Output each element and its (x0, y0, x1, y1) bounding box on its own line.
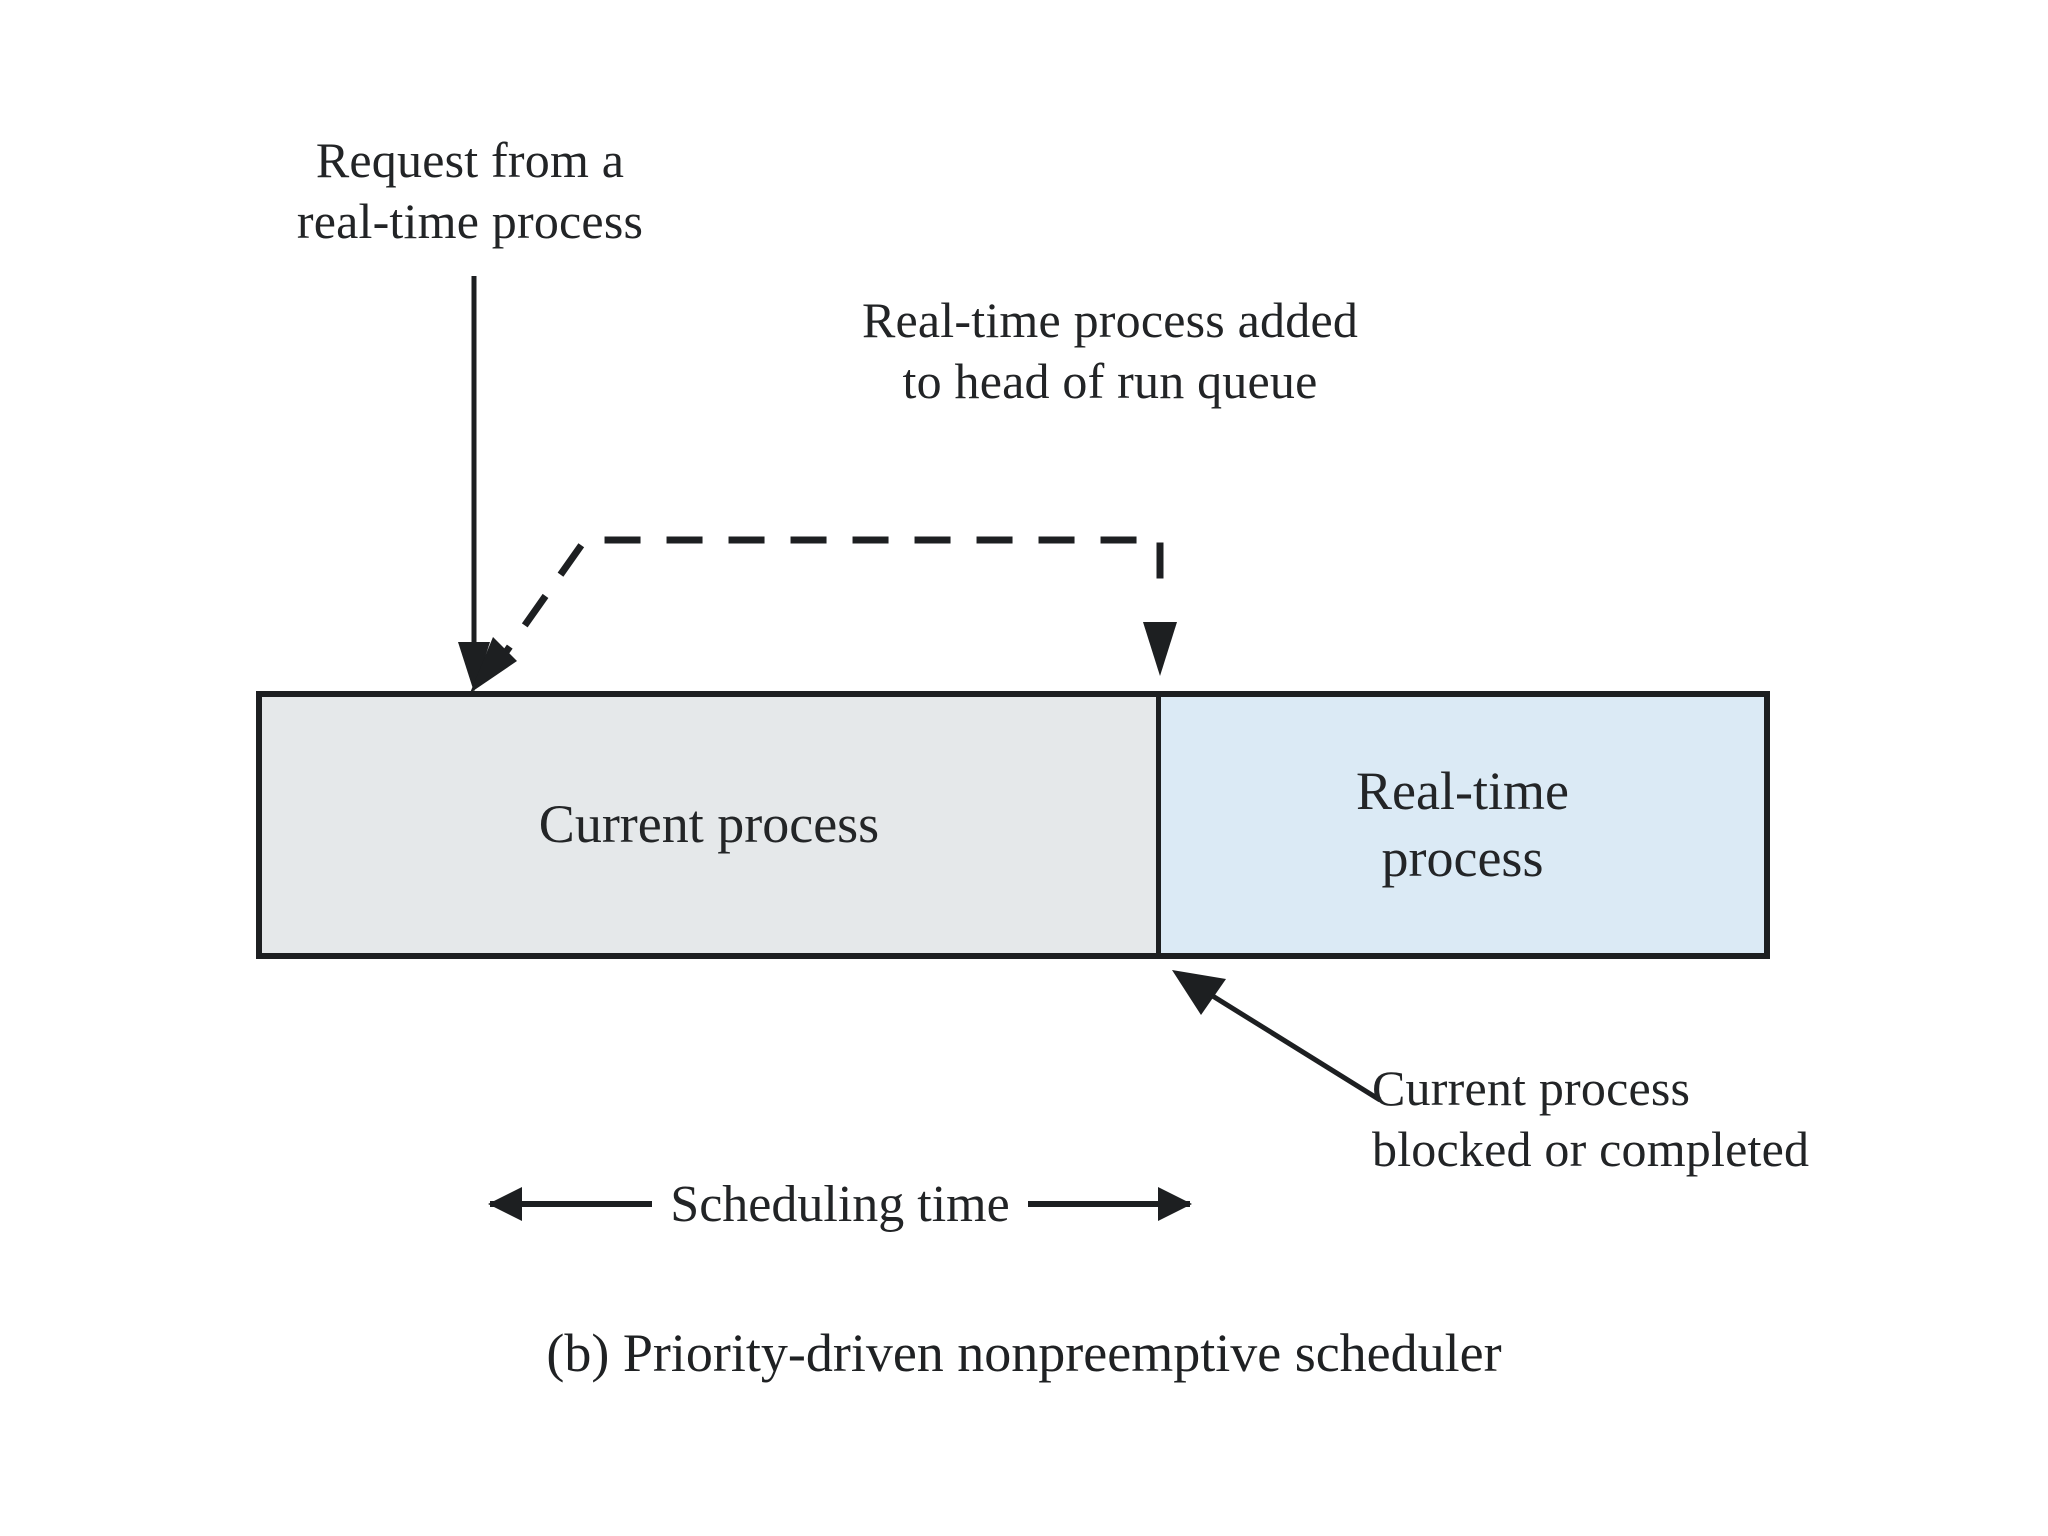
annotation-blocked-line-2: blocked or completed (1372, 1121, 1810, 1177)
process-timeline-bar: Current process Real-time process (256, 691, 1770, 959)
annotation-blocked-line-1: Current process (1372, 1060, 1691, 1116)
annotation-added-line-1: Real-time process added (861, 292, 1359, 348)
annotation-realtime-added-to-run-queue: Real-time process added to head of run q… (820, 290, 1400, 412)
annotation-added-line-2: to head of run queue (902, 353, 1318, 409)
queue-insert-dashed-connector (470, 536, 1177, 693)
annotation-request-line-1: Request from a (315, 132, 625, 188)
timeline-segment-current-process: Current process (256, 697, 1161, 953)
scheduling-time-measure: Scheduling time (490, 1168, 1190, 1240)
scheduling-time-left-arrow-icon (490, 1201, 653, 1207)
realtime-process-label-line-2: process (1381, 828, 1544, 888)
scheduling-time-right-arrow-icon (1027, 1201, 1190, 1207)
request-arrow (458, 276, 490, 692)
blocked-leader-arrow (1172, 970, 1382, 1103)
timeline-segment-current-process-label: Current process (539, 791, 879, 859)
annotation-request-from-realtime-process: Request from a real-time process (255, 130, 685, 252)
current-process-label-line-1: Current process (538, 794, 880, 855)
figure-caption: (b) Priority-driven nonpreemptive schedu… (546, 1323, 1502, 1383)
scheduling-time-label: Scheduling time (670, 1175, 1010, 1233)
timeline-segment-realtime-process: Real-time process (1161, 697, 1770, 953)
realtime-process-label-line-1: Real-time (1356, 760, 1569, 821)
timeline-segment-realtime-process-label: Real-time process (1356, 758, 1569, 893)
annotation-current-process-blocked-or-completed: Current process blocked or completed (1372, 1058, 1952, 1180)
annotation-request-line-2: real-time process (296, 193, 644, 249)
